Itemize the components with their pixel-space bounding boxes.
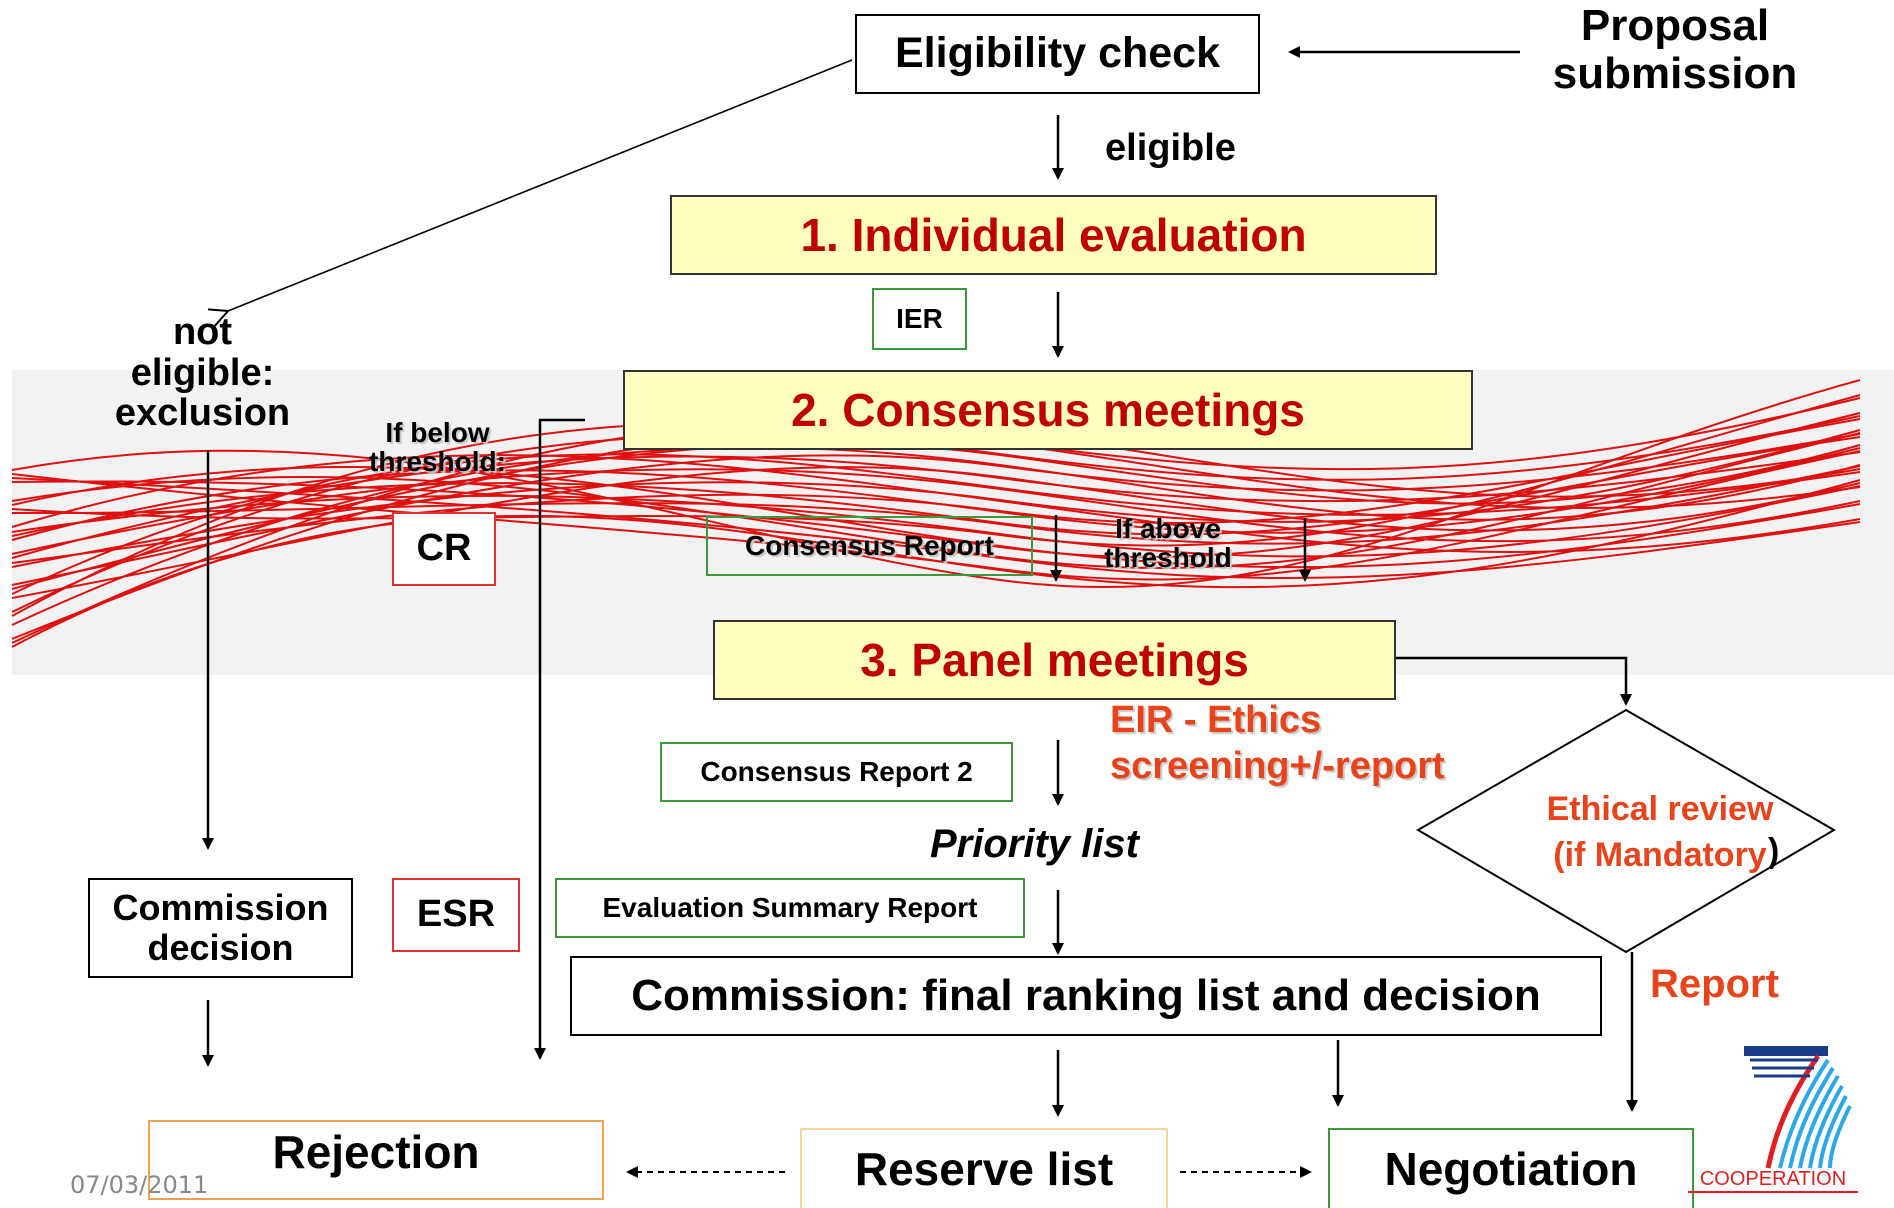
date-label: 07/03/2011 (70, 1171, 209, 1199)
eir-ethics-label: EIR - Ethics screening+/-report (1110, 699, 1445, 787)
commission-final-ranking-box: Commission: final ranking list and decis… (570, 956, 1602, 1036)
wave-line (11, 465, 1861, 545)
cr-box: CR (392, 512, 496, 586)
ethical-review-diamond (1416, 708, 1836, 954)
wave-line (11, 468, 1861, 555)
panel-meetings-box: 3. Panel meetings (713, 620, 1396, 700)
wave-line (11, 477, 1861, 579)
commission-decision-box: Commission decision (88, 878, 353, 978)
individual-evaluation-box: 1. Individual evaluation (670, 195, 1437, 275)
priority-list-label: Priority list (930, 822, 1139, 866)
wave-line (11, 412, 1861, 559)
not-eligible-label: not eligible: exclusion (114, 311, 291, 435)
wave-line (11, 415, 1861, 613)
consensus-report-2-box: Consensus Report 2 (660, 742, 1013, 802)
ethical-review-paren: ) (1768, 832, 1780, 870)
proposal-submission-label: Proposal submission (1552, 1, 1798, 99)
ier-box: IER (872, 288, 967, 350)
consensus-meetings-box: 2. Consensus meetings (623, 370, 1473, 450)
evaluation-summary-report-box: Evaluation Summary Report (555, 878, 1025, 938)
wave-line (11, 479, 1861, 648)
esr-box: ESR (392, 878, 520, 952)
wave-line (11, 453, 1861, 595)
eligibility-check-box: Eligibility check (855, 14, 1260, 94)
if-below-threshold-label: If below threshold: (369, 417, 506, 478)
report-label: Report (1650, 962, 1779, 1006)
ethical-review-label: Ethical review (if Mandatory (1546, 790, 1774, 874)
cooperation-logo-text: COOPERATION (1688, 1168, 1858, 1193)
eligible-label: eligible (1105, 127, 1236, 169)
negotiation-box: Negotiation (1328, 1128, 1694, 1208)
if-above-threshold-label: If above threshold (1104, 513, 1232, 574)
reserve-list-box: Reserve list (800, 1128, 1168, 1208)
fp7-logo-icon (1744, 1046, 1852, 1169)
wave-line (11, 433, 1861, 586)
rejection-box: Rejection (148, 1120, 604, 1200)
fp7-cooperation-logo: COOPERATION (1668, 1040, 1858, 1200)
wave-line (11, 447, 1861, 541)
wave-line (11, 442, 1861, 590)
wave-line (11, 454, 1861, 553)
consensus-report-box: Consensus Report (706, 516, 1033, 576)
wave-line (11, 451, 1861, 559)
wave-line (11, 394, 1861, 547)
